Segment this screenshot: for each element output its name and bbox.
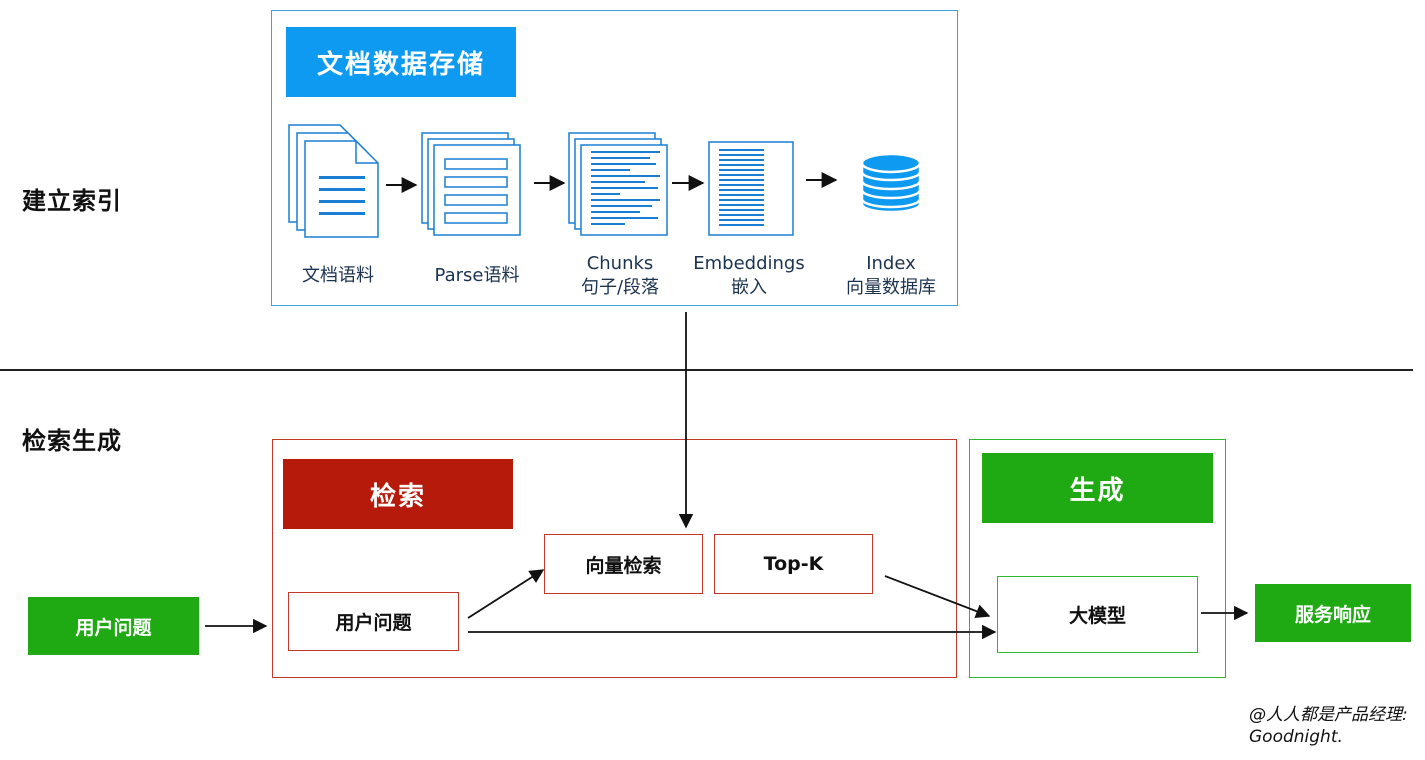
step-caption-line1: Parse语料 [434, 265, 520, 286]
document-icon [288, 124, 379, 238]
retrieval-title: 检索 [283, 459, 513, 529]
step-caption-line1: Embeddings [693, 253, 805, 274]
storage-arrows [386, 172, 838, 193]
step-caption-line2: 向量数据库 [846, 277, 936, 298]
section-label-indexing: 建立索引 [22, 187, 122, 215]
step-caption-line1: Index [866, 253, 916, 274]
step-caption-line1: 文档语料 [302, 265, 374, 286]
watermark: @人人都是产品经理: Goodnight. [1249, 704, 1408, 748]
step-caption-chunks: Chunks 句子/段落 [560, 252, 680, 300]
retrieval-panel [272, 439, 957, 678]
database-icon [860, 152, 922, 214]
storage-panel [271, 10, 958, 306]
user-question-node: 用户问题 [288, 592, 459, 651]
step-caption-embeddings: Embeddings 嵌入 [684, 252, 814, 300]
parse-document-icon [421, 132, 521, 236]
watermark-line1: @人人都是产品经理: [1249, 705, 1408, 725]
vector-search-node: 向量检索 [544, 534, 703, 594]
generation-panel [969, 439, 1226, 678]
step-caption-line2: 句子/段落 [580, 277, 660, 298]
generation-title: 生成 [982, 453, 1213, 523]
output-service-response: 服务响应 [1255, 584, 1411, 642]
llm-node: 大模型 [997, 576, 1198, 653]
section-divider [0, 369, 1413, 371]
step-caption-index: Index 向量数据库 [831, 252, 951, 300]
step-caption-parse: Parse语料 [417, 264, 537, 288]
watermark-line2: Goodnight. [1249, 727, 1343, 747]
step-caption-line1: Chunks [586, 253, 654, 274]
section-label-retrieval-generation: 检索生成 [22, 427, 122, 455]
topk-node: Top-K [714, 534, 873, 594]
step-caption-docs: 文档语料 [278, 264, 398, 288]
input-user-question: 用户问题 [28, 597, 199, 655]
embeddings-icon [708, 141, 794, 236]
step-caption-line2: 嵌入 [731, 277, 767, 298]
flow-arrows [205, 312, 1249, 640]
storage-title: 文档数据存储 [286, 27, 516, 97]
chunks-icon [568, 132, 668, 236]
